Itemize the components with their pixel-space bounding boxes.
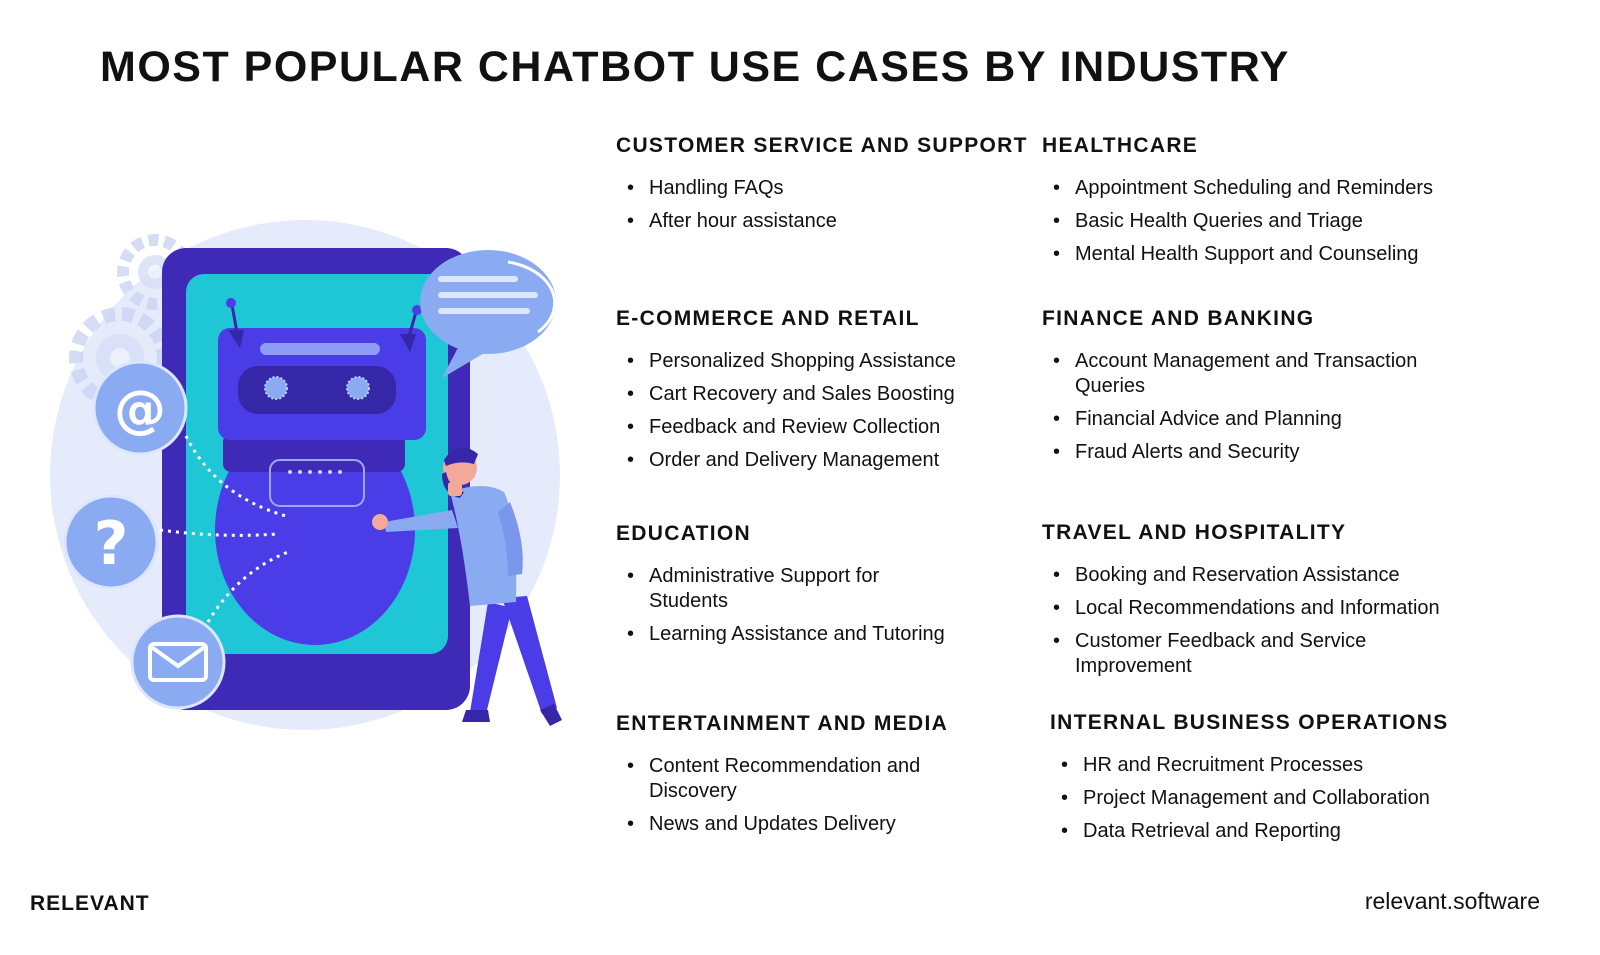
envelope-icon (130, 614, 226, 710)
list-item: Content Recommendation and Discovery (616, 754, 979, 804)
svg-text:?: ? (94, 509, 129, 579)
brand-logo: RELEVANT (30, 892, 150, 915)
list-item: News and Updates Delivery (616, 812, 996, 837)
section-internal-business: INTERNAL BUSINESS OPERATIONS HR and Recr… (1050, 706, 1470, 852)
robot-eye (346, 376, 370, 400)
section-heading: E-COMMERCE AND RETAIL (616, 307, 920, 330)
list-item: Financial Advice and Planning (1042, 407, 1482, 432)
section-heading: FINANCE AND BANKING (1042, 307, 1315, 330)
section-heading: EDUCATION (616, 522, 751, 545)
list-item: Account Management and Transaction Queri… (1042, 349, 1482, 399)
list-item: Personalized Shopping Assistance (616, 349, 1036, 374)
section-education: EDUCATION Administrative Support for Stu… (616, 517, 946, 655)
at-sign-icon: @ (92, 360, 188, 456)
page-title: MOST POPULAR CHATBOT USE CASES BY INDUST… (100, 43, 1290, 91)
robot-visor (238, 366, 396, 414)
section-list: Account Management and Transaction Queri… (1042, 349, 1482, 465)
section-heading: CUSTOMER SERVICE AND SUPPORT (616, 134, 1028, 157)
section-list: HR and Recruitment Processes Project Man… (1050, 753, 1470, 844)
list-item: Customer Feedback and Service Improvemen… (1042, 629, 1435, 679)
list-item: After hour assistance (616, 209, 1036, 234)
section-heading: HEALTHCARE (1042, 134, 1199, 157)
section-list: Personalized Shopping Assistance Cart Re… (616, 349, 1036, 473)
list-item: Data Retrieval and Reporting (1050, 819, 1470, 844)
list-item: Handling FAQs (616, 176, 1036, 201)
list-item: Feedback and Review Collection (616, 415, 1036, 440)
svg-text:@: @ (114, 380, 166, 440)
list-item: Learning Assistance and Tutoring (616, 622, 946, 647)
section-heading: ENTERTAINMENT AND MEDIA (616, 712, 949, 735)
speech-bubble-icon (420, 250, 557, 378)
section-healthcare: HEALTHCARE Appointment Scheduling and Re… (1042, 129, 1462, 275)
list-item: Booking and Reservation Assistance (1042, 563, 1512, 588)
robot-chest-panel (269, 459, 365, 507)
list-item: Cart Recovery and Sales Boosting (616, 382, 1036, 407)
section-heading: INTERNAL BUSINESS OPERATIONS (1050, 711, 1449, 734)
list-item: Project Management and Collaboration (1050, 786, 1470, 811)
brand-website: relevant.software (1364, 888, 1540, 914)
question-mark-icon: ? (63, 494, 159, 590)
section-list: Content Recommendation and Discovery New… (616, 754, 996, 837)
section-list: Appointment Scheduling and Reminders Bas… (1042, 176, 1462, 267)
person-figure (372, 447, 562, 726)
list-item: Administrative Support for Students (616, 564, 946, 614)
section-list: Handling FAQs After hour assistance (616, 176, 1036, 234)
list-item: Fraud Alerts and Security (1042, 440, 1482, 465)
list-item: Appointment Scheduling and Reminders (1042, 176, 1462, 201)
list-item: Local Recommendations and Information (1042, 596, 1512, 621)
list-item: HR and Recruitment Processes (1050, 753, 1470, 778)
section-ecommerce-retail: E-COMMERCE AND RETAIL Personalized Shopp… (616, 302, 1036, 481)
section-travel-hospitality: TRAVEL AND HOSPITALITY Booking and Reser… (1042, 516, 1512, 687)
section-heading: TRAVEL AND HOSPITALITY (1042, 521, 1347, 544)
section-finance-banking: FINANCE AND BANKING Account Management a… (1042, 302, 1482, 473)
list-item: Basic Health Queries and Triage (1042, 209, 1462, 234)
section-list: Booking and Reservation Assistance Local… (1042, 563, 1512, 679)
robot-eye (264, 376, 288, 400)
chatbot-illustration: @ ? (50, 220, 562, 730)
list-item: Mental Health Support and Counseling (1042, 242, 1462, 267)
section-list: Administrative Support for Students Lear… (616, 564, 946, 647)
list-item: Order and Delivery Management (616, 448, 1036, 473)
section-entertainment-media: ENTERTAINMENT AND MEDIA Content Recommen… (616, 707, 996, 845)
section-customer-service: CUSTOMER SERVICE AND SUPPORT Handling FA… (616, 129, 1036, 242)
